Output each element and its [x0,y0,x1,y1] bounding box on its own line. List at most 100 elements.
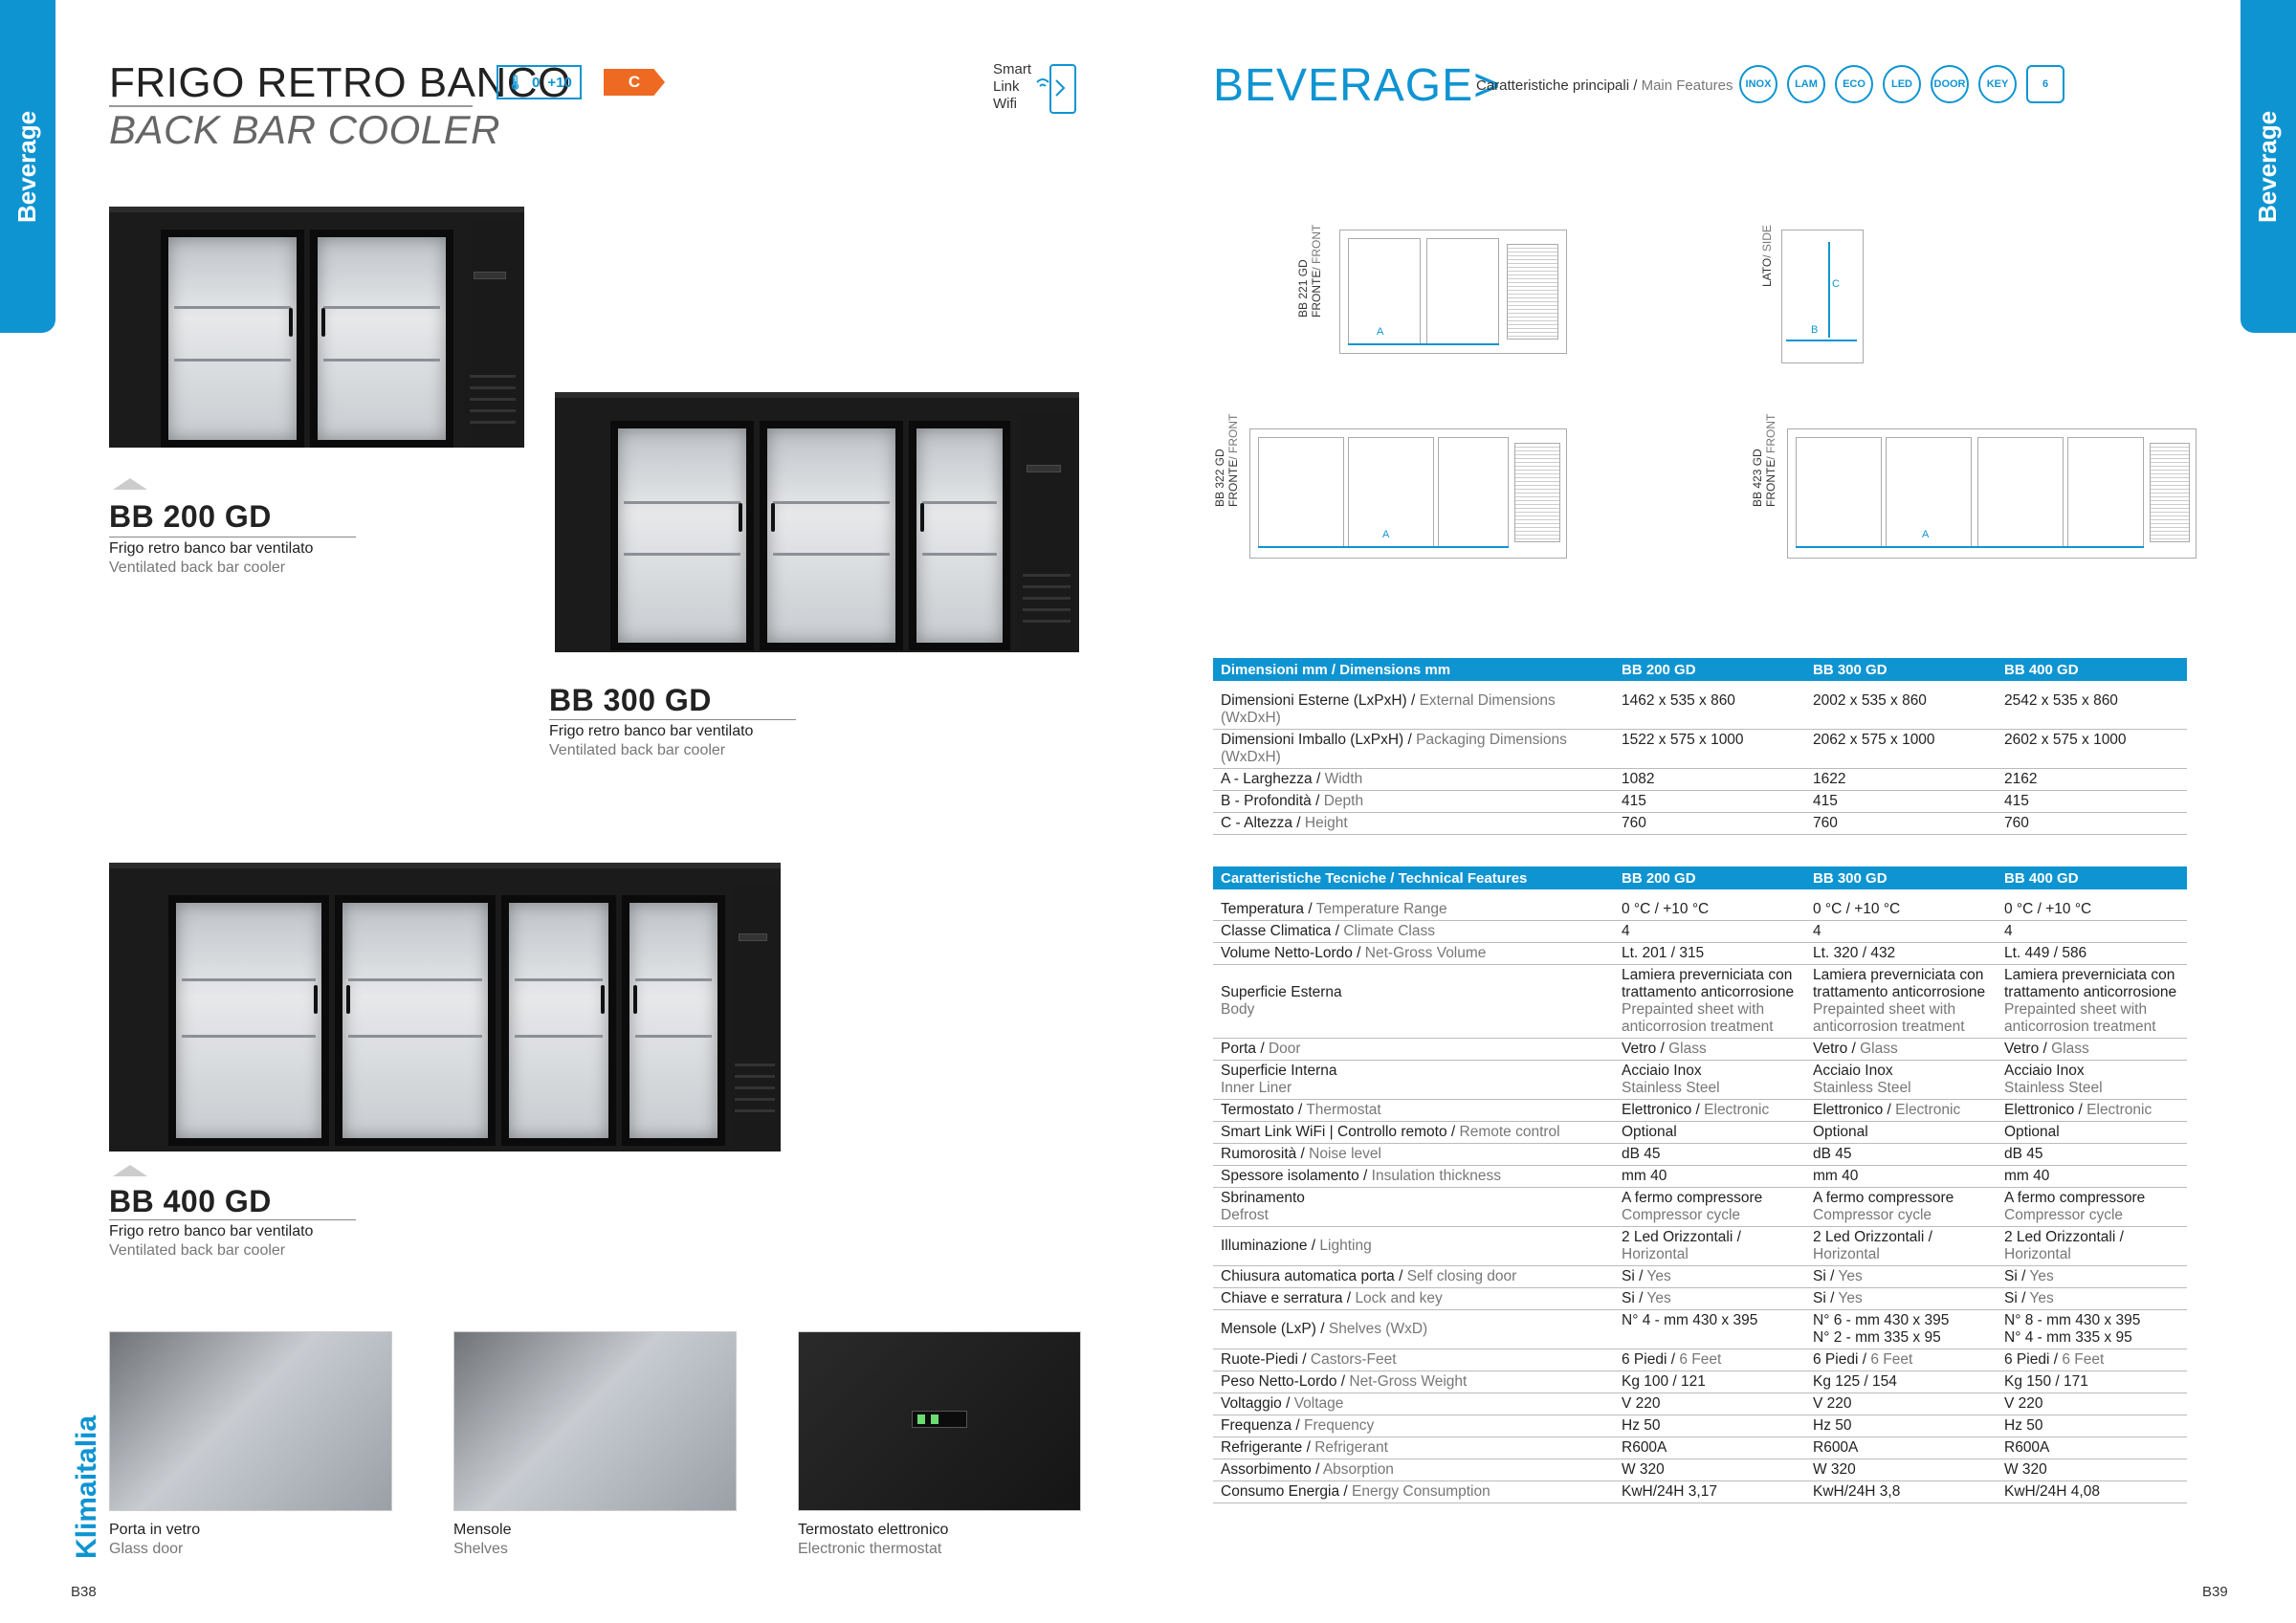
table-row: Spessore isolamento / Insulation thickne… [1213,1165,2187,1188]
temp-max: +10 [547,74,572,91]
row-label: Ruote-Piedi / Castors-Feet [1213,1349,1614,1371]
row-label: C - Altezza / Height [1213,812,1614,835]
row-label: Porta / Door [1213,1038,1614,1061]
cell-value: Hz 50 [1997,1415,2187,1437]
cell-value: Elettronico / Electronic [1997,1099,2187,1122]
section-title: BEVERAGE> [1213,60,1502,111]
cell-value: Optional [1614,1121,1805,1144]
title-divider [109,105,473,107]
product-name: BB 400 GD [109,1184,272,1218]
smartphone-wifi-icon [1036,64,1076,114]
cell-value: KwH/24H 3,8 [1805,1480,1997,1503]
cell-value: 6 Piedi / 6 Feet [1805,1349,1997,1371]
cell-value: dB 45 [1805,1143,1997,1166]
row-label: Temperatura / Temperature Range [1213,899,1614,921]
row-label: Dimensioni Imballo (LxPxH) / Packaging D… [1213,729,1614,769]
glass-door [161,230,304,448]
cell-value: mm 40 [1614,1165,1805,1188]
cell-value: Lt. 320 / 432 [1805,942,1997,965]
side-tab-beverage-left[interactable]: Beverage [0,0,55,333]
glass-door [622,895,725,1146]
cell-value: Vetro / Glass [1614,1038,1805,1061]
cell-value: V 220 [1805,1393,1997,1415]
cell-value: Si / Yes [1997,1287,2187,1310]
row-label: Voltaggio / Voltage [1213,1393,1614,1415]
table-row: Dimensioni Imballo (LxPxH) / Packaging D… [1213,729,2187,769]
pointer-triangle [113,1165,147,1176]
cell-value: KwH/24H 3,17 [1614,1480,1805,1503]
table-row: Chiave e serratura / Lock and key Si / Ye… [1213,1287,2187,1310]
table-header-row: Caratteristiche Tecniche / Technical Fea… [1213,866,2187,889]
cell-value: 2 Led Orizzontali / Horizontal [1614,1226,1805,1266]
row-label: Peso Netto-Lordo / Net-Gross Weight [1213,1371,1614,1393]
cell-value: KwH/24H 4,08 [1997,1480,2187,1503]
cell-value: 6 Piedi / 6 Feet [1997,1349,2187,1371]
cell-value: Lt. 449 / 586 [1997,942,2187,965]
cell-value: Kg 125 / 154 [1805,1371,1997,1393]
row-label: Frequenza / Frequency [1213,1415,1614,1437]
cell-value: W 320 [1805,1459,1997,1481]
product-image-bb300 [555,392,1079,652]
cell-value: mm 40 [1997,1165,2187,1188]
inox-icon: INOX [1739,65,1777,103]
key-icon: KEY [1978,65,2017,103]
cell-value: Lamiera preverniciata con trattamento an… [1997,964,2187,1039]
cell-value: R600A [1805,1437,1997,1459]
page-number-right: B39 [2202,1584,2228,1600]
row-label: A - Larghezza / Width [1213,768,1614,791]
cell-value: N° 8 - mm 430 x 395 N° 4 - mm 335 x 95 [1997,1309,2187,1349]
eco-icon: ECO [1835,65,1873,103]
side-tab-beverage-right[interactable]: Beverage [2241,0,2296,333]
cell-value: Optional [1805,1121,1997,1144]
cell-value: 0 °C / +10 °C [1997,899,2187,921]
side-tab-label: Beverage [12,110,42,223]
glass-door [310,230,453,448]
cell-value: 2162 [1997,768,2187,791]
detail-image-thermostat [798,1331,1081,1511]
cell-value: Hz 50 [1805,1415,1997,1437]
cell-value: 2002 x 535 x 860 [1805,691,1997,730]
feature-icons: INOX LAM ECO LED DOOR KEY 6 [1739,65,2064,103]
cell-value: 415 [1614,790,1805,813]
product-name: BB 300 GD [549,683,712,717]
cell-value: 4 [1997,920,2187,943]
side-tab-label: Beverage [2253,110,2283,223]
cell-value: Si / Yes [1997,1265,2187,1288]
cell-value: Vetro / Glass [1997,1038,2187,1061]
drawing-bb221-front: A [1339,230,1567,354]
glass-door [909,421,1010,650]
temp-min: 0 [532,74,541,91]
cell-value: dB 45 [1614,1143,1805,1166]
product-name: BB 200 GD [109,499,272,534]
cell-value: 760 [1805,812,1997,835]
cell-value: V 220 [1997,1393,2187,1415]
row-label: Consumo Energia / Energy Consumption [1213,1480,1614,1503]
glass-door [610,421,754,650]
cell-value: 760 [1997,812,2187,835]
main-features-label: Caratteristiche principali / Main Featur… [1476,77,1733,94]
row-label: Chiave e serratura / Lock and key [1213,1287,1614,1310]
cell-value: 0 °C / +10 °C [1614,899,1805,921]
shelves-count-icon: 6 [2026,65,2064,103]
cell-value: Elettronico / Electronic [1805,1099,1997,1122]
cell-value: mm 40 [1805,1165,1997,1188]
control-panel [465,222,520,448]
cell-value: Si / Yes [1805,1265,1997,1288]
